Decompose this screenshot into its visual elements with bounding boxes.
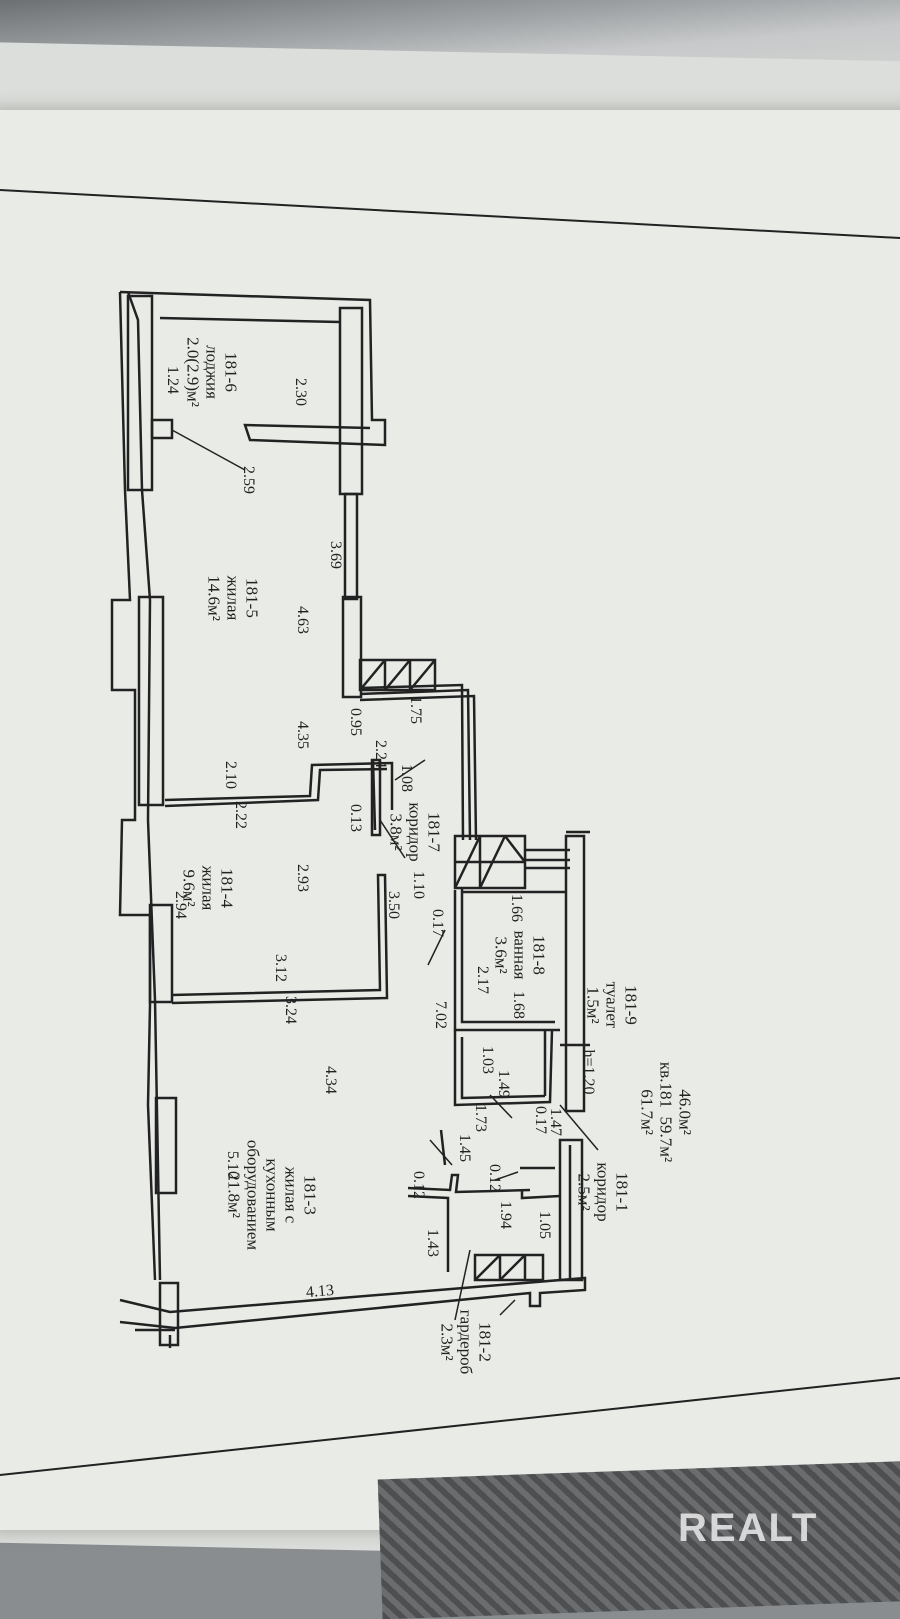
wall-segment-room4 [148, 903, 174, 1004]
watermark-logo: REALT [678, 1506, 819, 1550]
dim-3-12: 3.12 [272, 954, 289, 982]
dim-0-12b: 0.12 [410, 1171, 427, 1199]
dim-0-12a: 0.12 [486, 1164, 503, 1192]
dim-1-24: 1.24 [164, 366, 181, 394]
walls [110, 290, 590, 1348]
dim-7-02: 7.02 [432, 1001, 449, 1029]
exterior-wall-right [564, 834, 586, 1113]
dim-2-30: 2.30 [292, 378, 309, 406]
frame-line-top [0, 189, 900, 239]
vent-shaft-2 [453, 834, 527, 890]
dim-3-50: 3.50 [385, 891, 402, 919]
dim-1-94: 1.94 [497, 1201, 514, 1229]
dim-1-08: 1.08 [398, 764, 415, 792]
leader-lines [171, 429, 599, 1321]
dim-0-17: 0.17 [429, 909, 446, 937]
dim-1-43: 1.43 [424, 1229, 441, 1257]
dim-3-69: 3.69 [327, 541, 344, 569]
room-181-7-label: 181-7 коридор 3.8м² [386, 802, 444, 862]
dim-1-45: 1.45 [456, 1134, 473, 1162]
dim-0-95: 0.95 [347, 708, 364, 736]
dim-2-24: 2.24 [372, 740, 389, 768]
room-181-2-label: 181-2 гардероб 2.3м² [437, 1309, 495, 1375]
dim-1-10: 1.10 [410, 871, 427, 899]
dim-1-73: 1.73 [472, 1104, 489, 1132]
wall-loggia-right [338, 306, 364, 496]
dim-2-17: 2.17 [474, 966, 491, 994]
dim-2-59: 2.59 [240, 466, 257, 494]
dim-1-47: 1.47 [547, 1108, 564, 1136]
dim-1-68: 1.68 [510, 991, 527, 1019]
vent-shaft-3 [473, 1253, 545, 1282]
room-181-6-label: 181-6 лоджия 2.0(2.9)м² [183, 337, 241, 407]
wall-segment-room3 [154, 1096, 178, 1195]
dim-5-10: 5.10 [224, 1151, 241, 1179]
dim-1-66: 1.66 [508, 894, 525, 922]
dim-1-49: 1.49 [495, 1070, 512, 1098]
dim-2-93: 2.93 [294, 864, 311, 892]
ceiling-height: h=1.20 [580, 1049, 597, 1095]
dim-2-94: 2.94 [172, 891, 189, 919]
wall-segment-room5 [137, 595, 165, 807]
dim-4-34: 4.34 [322, 1066, 339, 1094]
dim-3-24: 3.24 [282, 996, 299, 1024]
vent-shaft-1 [358, 658, 437, 692]
dim-2-10: 2.10 [222, 761, 239, 789]
frame-line-bottom [0, 1377, 900, 1476]
dim-1-05: 1.05 [536, 1211, 553, 1239]
dim-2-22: 2.22 [232, 801, 249, 829]
dim-1-75: 1.75 [407, 696, 424, 724]
dim-4-63: 4.63 [294, 606, 311, 634]
paper-sheet [0, 110, 900, 1530]
wall-segment-loggia [126, 294, 154, 492]
room-181-8-label: 181-8 ванная 3.6м² [491, 930, 549, 980]
room-181-1-label: 181-1 коридор 2.5м² [574, 1162, 632, 1222]
dim-4-13: 4.13 [305, 1281, 335, 1302]
room-181-5-label: 181-5 жилая 14.6м² [204, 575, 262, 621]
apartment-summary: 46.0м² кв.181 59.7м² 61.7м² [637, 1061, 695, 1163]
dim-0-13: 0.13 [347, 804, 364, 832]
exterior-wall-left [110, 291, 157, 1281]
dim-4-35: 4.35 [294, 721, 311, 749]
room-181-9-label: 181-9 туалет 1.5м² [583, 981, 641, 1029]
